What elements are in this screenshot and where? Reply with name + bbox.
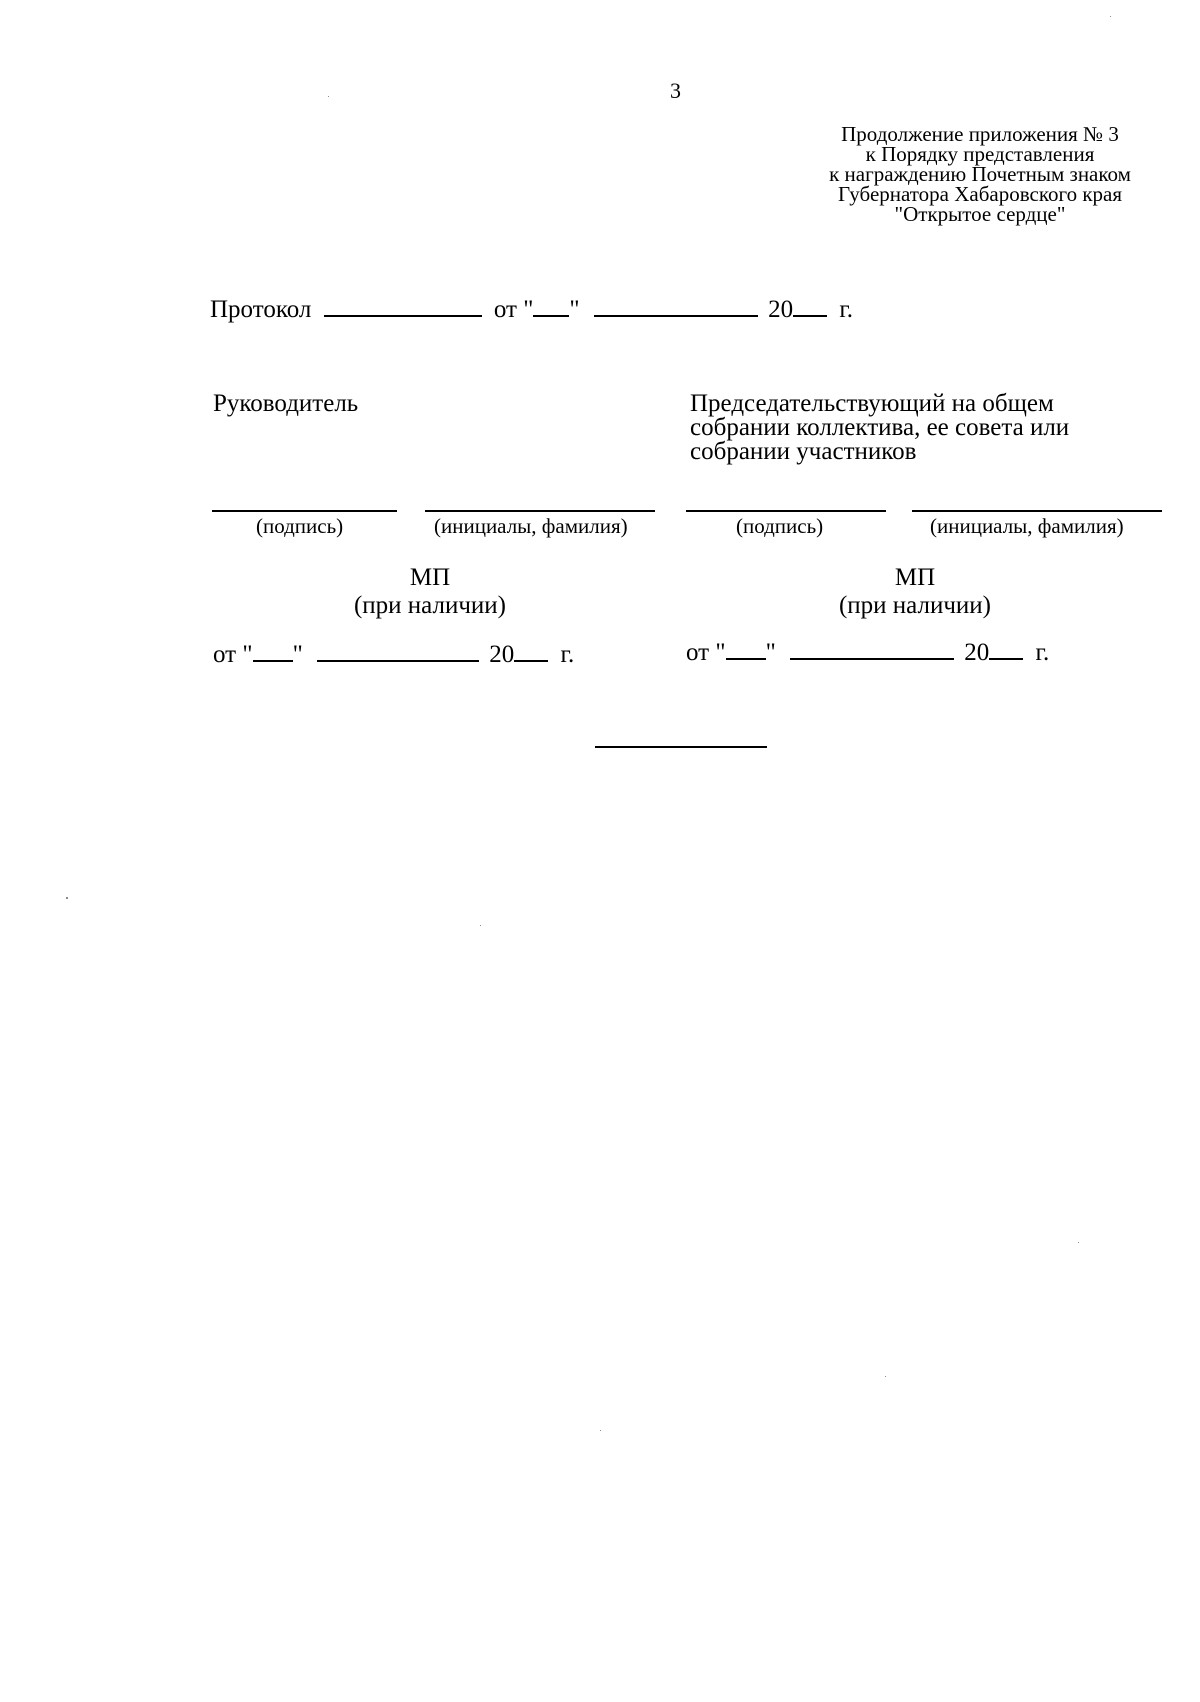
protocol-year-suffix: г. xyxy=(839,296,854,323)
protocol-line: Протокол от " " 20 г. xyxy=(210,293,853,324)
protocol-from: от " xyxy=(493,296,534,323)
right-date-year-suffix: г. xyxy=(1035,639,1050,666)
left-name-line xyxy=(425,510,655,512)
protocol-month-blank xyxy=(593,293,758,317)
page-number: 3 xyxy=(670,78,681,103)
appendix-header-line: к Порядку представления xyxy=(865,142,1095,166)
right-stamp: МП (при наличии) xyxy=(815,564,1015,620)
protocol-label: Протокол xyxy=(210,296,312,323)
left-stamp-label: МП xyxy=(409,564,451,591)
right-date-month-blank xyxy=(790,636,955,660)
left-date-year-prefix: 20 xyxy=(489,641,515,668)
left-date-quote-close: " xyxy=(292,641,303,668)
right-date-quote-close: " xyxy=(765,639,776,666)
left-signature-caption: (подпись) xyxy=(256,514,344,538)
right-date-year-blank xyxy=(989,636,1024,660)
scan-speck xyxy=(66,897,68,899)
protocol-number-blank xyxy=(323,293,482,317)
right-signatory-title-line: собрании участников xyxy=(690,438,917,465)
right-date-line: от " " 20 г. xyxy=(686,636,1049,667)
scan-speck xyxy=(600,1430,601,1431)
right-stamp-note: (при наличии) xyxy=(838,592,992,619)
right-signatory-title: Председательствующий на общем собрании к… xyxy=(690,390,1070,465)
appendix-header-line: Губернатора Хабаровского края xyxy=(837,182,1123,206)
scan-speck xyxy=(885,1376,886,1377)
appendix-header-line: "Открытое сердце" xyxy=(894,202,1066,226)
left-name-caption: (инициалы, фамилия) xyxy=(434,514,628,538)
left-date-day-blank xyxy=(252,638,293,662)
right-signature-line xyxy=(686,510,886,512)
appendix-header-line: к награждению Почетным знаком xyxy=(829,162,1131,186)
left-date-from: от " xyxy=(213,641,253,668)
right-name-caption: (инициалы, фамилия) xyxy=(930,514,1124,538)
right-stamp-label: МП xyxy=(894,564,936,591)
left-date-year-suffix: г. xyxy=(560,641,575,668)
protocol-day-blank xyxy=(533,293,570,317)
appendix-header: Продолжение приложения № 3 к Порядку пре… xyxy=(790,122,1170,226)
right-name-line xyxy=(912,510,1162,512)
left-stamp: МП (при наличии) xyxy=(330,564,530,620)
right-signature-caption: (подпись) xyxy=(736,514,824,538)
scan-speck xyxy=(328,96,329,97)
right-signatory-title-line: собрании коллектива, ее совета или xyxy=(690,414,1070,441)
left-date-month-blank xyxy=(317,638,480,662)
right-signatory-title-line: Председательствующий на общем xyxy=(690,390,1054,417)
end-of-form-rule xyxy=(595,746,767,748)
left-date-year-blank xyxy=(514,638,549,662)
scan-speck xyxy=(1110,16,1111,17)
protocol-year-prefix: 20 xyxy=(768,296,794,323)
scan-speck xyxy=(480,925,481,926)
right-date-from: от " xyxy=(686,639,726,666)
appendix-header-line: Продолжение приложения № 3 xyxy=(841,122,1119,146)
protocol-quote-close: " xyxy=(569,296,580,323)
scan-speck xyxy=(1078,1242,1079,1243)
left-date-line: от " " 20 г. xyxy=(213,638,574,669)
right-date-year-prefix: 20 xyxy=(964,639,990,666)
right-date-day-blank xyxy=(725,636,766,660)
left-stamp-note: (при наличии) xyxy=(353,592,507,619)
protocol-year-blank xyxy=(793,293,828,317)
left-signatory-title: Руководитель xyxy=(213,390,359,417)
left-signature-line xyxy=(212,510,397,512)
